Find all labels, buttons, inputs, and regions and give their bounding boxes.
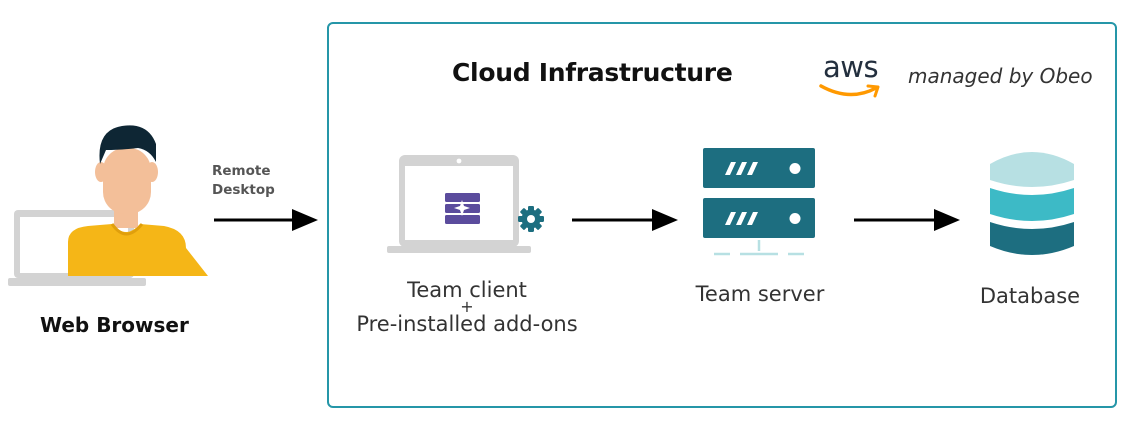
plus-sign: + (460, 297, 474, 316)
remote-desktop-line2: Desktop (212, 182, 275, 198)
team-client-caption: Team client + Pre-installed add-ons (352, 278, 582, 336)
team-server-label: Team server (695, 282, 825, 306)
cloud-title: Cloud Infrastructure (452, 58, 733, 87)
arrow-client-to-server (572, 209, 678, 231)
arrow-server-to-database (854, 209, 960, 231)
remote-desktop-label: Remote Desktop (212, 162, 275, 200)
remote-desktop-arrow (214, 209, 318, 231)
user-at-laptop-icon (8, 125, 208, 286)
managed-by-label: managed by Obeo (908, 64, 1093, 88)
aws-logo-text: aws (823, 50, 879, 84)
addons-label: Pre-installed add-ons (356, 312, 578, 336)
remote-desktop-line1: Remote (212, 163, 271, 179)
team-server-icon (703, 148, 815, 256)
team-client-label: Team client (407, 278, 527, 302)
team-client-laptop-icon (387, 155, 544, 253)
aws-smile-icon (819, 84, 880, 98)
database-label: Database (979, 284, 1081, 308)
cloud-infrastructure-box (327, 22, 1117, 408)
database-icon (990, 152, 1074, 255)
web-browser-label: Web Browser (40, 313, 189, 337)
